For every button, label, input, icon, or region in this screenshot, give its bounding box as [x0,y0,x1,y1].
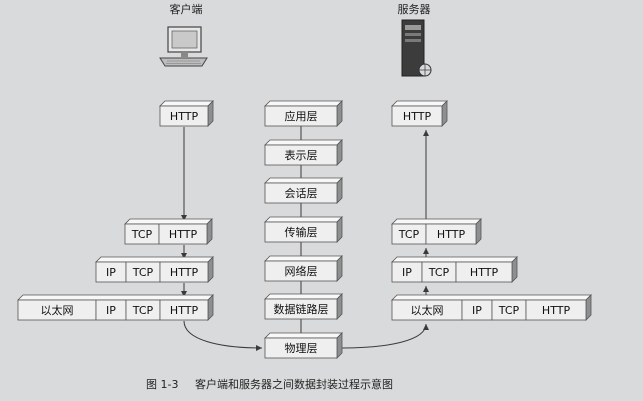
client-app-layer-cell: HTTP [159,105,209,127]
client-link-layer: 以太网 IP TCP HTTP [17,294,214,321]
server-network-layer-cell: HTTP [455,261,513,283]
osi-layer-cell: 应用层 [264,105,338,127]
client-link-layer-cell: TCP [125,299,161,321]
osi-layer-label: 传输层 [285,225,318,239]
figure-number: 图 1-3 [146,378,178,391]
osi-layer-cell: 会话层 [264,182,338,204]
osi-layer-cell: 表示层 [264,144,338,166]
osi-layer-label: 表示层 [285,148,318,162]
server-link-layer-cell: HTTP [525,299,587,321]
server-transport-layer-label: HTTP [437,228,466,241]
server-network-layer: IP TCP HTTP [391,256,518,283]
server-label: 服务器 [398,3,431,16]
client-link-layer-cell: HTTP [159,299,209,321]
server-link-layer-label: HTTP [542,304,571,317]
server-app-layer-cell: HTTP [391,105,443,127]
client-network-layer-label: IP [106,266,116,279]
osi-layer-label: 网络层 [285,264,318,278]
server-link-layer-label: TCP [498,304,520,317]
client-link-layer-label: IP [106,304,116,317]
client-app-layer-label: HTTP [170,110,199,123]
server-icon [401,19,432,77]
connectors [181,126,429,351]
client-network-layer-cell: HTTP [159,261,209,283]
osi-layer: 会话层 [264,177,343,204]
osi-layer: 物理层 [264,332,343,359]
server-app-layer: HTTP [391,100,448,127]
osi-layer-cell: 传输层 [264,221,338,243]
server-transport-layer: TCP HTTP [391,218,482,245]
server-link-layer: 以太网 IP TCP HTTP [391,294,592,321]
osi-layer-cell: 数据链路层 [264,298,338,320]
client-transport-layer-cell: HTTP [158,223,208,245]
osi-layer: 应用层 [264,100,343,127]
osi-layer: 数据链路层 [264,293,343,320]
client-computer-icon [159,26,208,67]
server-transport-layer-label: TCP [398,228,420,241]
server-link-layer-label: 以太网 [411,304,444,317]
client-link-layer-label: TCP [132,304,154,317]
server-network-layer-label: TCP [428,266,450,279]
client-app-layer: HTTP [159,100,214,127]
server-network-layer-cell: IP [391,261,423,283]
server-link-layer-cell: IP [461,299,493,321]
client-transport-layer-label: HTTP [169,228,198,241]
client-link-layer-cell: IP [95,299,127,321]
client-arrow-to-physical [183,320,263,351]
osi-layer: 传输层 [264,216,343,243]
client-network-layer-cell: TCP [125,261,161,283]
client-network-layer-label: HTTP [170,266,199,279]
osi-layer-label: 物理层 [285,341,318,355]
server-transport-layer-cell: TCP [391,223,427,245]
physical-arrow-to-server [341,323,429,349]
client-link-layer-label: 以太网 [41,304,74,317]
client-transport-layer-label: TCP [131,228,153,241]
figure-caption: 客户端和服务器之间数据封装过程示意图 [195,377,393,391]
server-link-layer-cell: TCP [491,299,527,321]
osi-layer-label: 应用层 [285,109,318,123]
client-transport-layer: TCP HTTP [124,218,213,245]
osi-layer-label: 会话层 [285,187,318,200]
server-network-layer-label: IP [402,266,412,279]
server-network-layer-cell: TCP [421,261,457,283]
server-transport-layer-cell: HTTP [425,223,477,245]
osi-layer-cell: 网络层 [264,260,338,282]
client-link-layer-label: HTTP [170,304,199,317]
client-network-layer-label: TCP [132,266,154,279]
server-network-layer-label: HTTP [470,266,499,279]
server-app-layer-label: HTTP [403,110,432,123]
client-network-layer-cell: IP [95,261,127,283]
server-link-layer-cell: 以太网 [391,299,463,321]
client-transport-layer-cell: TCP [124,223,160,245]
client-label: 客户端 [170,2,203,16]
client-link-layer-cell: 以太网 [17,299,97,321]
osi-layer: 网络层 [264,255,343,282]
client-network-layer: IP TCP HTTP [95,256,214,283]
osi-layer-cell: 物理层 [264,337,338,359]
osi-layer: 表示层 [264,139,343,166]
osi-layer-label: 数据链路层 [274,302,329,316]
server-link-layer-label: IP [472,304,482,317]
